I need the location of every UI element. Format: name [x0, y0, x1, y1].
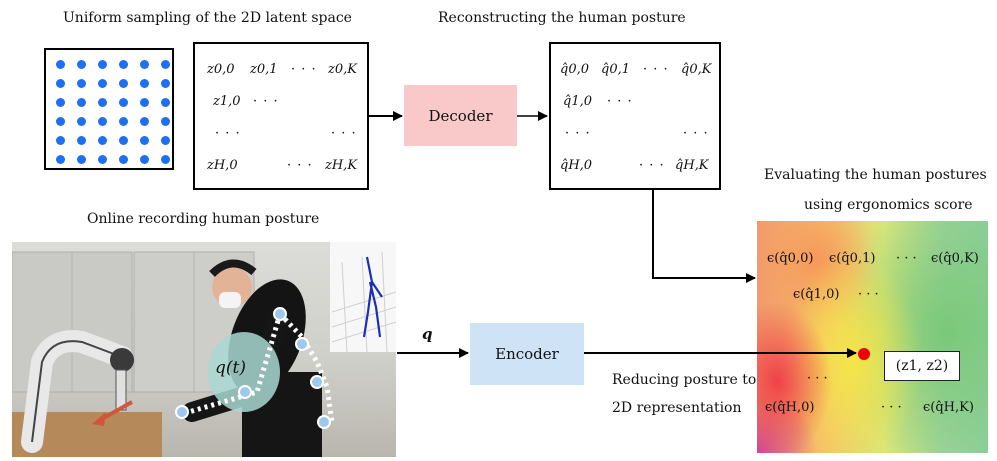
caption-reducing-1: Reducing posture to [612, 372, 757, 388]
grid-sample-dot [98, 117, 107, 126]
grid-sample-dot [140, 79, 149, 88]
grid-sample-dot [119, 117, 128, 126]
posture-cell: q̂0,K [681, 62, 712, 77]
grid-sample-dot [77, 60, 86, 69]
grid-sample-dot [98, 60, 107, 69]
score-ellipsis: · · · [881, 400, 902, 415]
grid-sample-dot [119, 79, 128, 88]
grid-sample-dot [98, 98, 107, 107]
latent-cell: zH,K [325, 158, 358, 173]
grid-sample-dot [98, 155, 107, 164]
score-ellipsis: · · · [896, 251, 917, 266]
latent-ellipsis: · · · [253, 94, 279, 109]
posture-cell: q̂1,0 [563, 94, 592, 109]
latent-point-label: (z1, z2) [884, 351, 960, 381]
posture-cell: q̂0,0 [560, 62, 589, 77]
grid-sample-dot [98, 136, 107, 145]
posture-ellipsis: · · · [683, 126, 709, 141]
caption-evaluating-2: using ergonomics score [804, 197, 973, 213]
grid-sample-dot [140, 98, 149, 107]
latent-cell: z0,0 [207, 62, 235, 77]
grid-sample-dot [161, 155, 170, 164]
ergonomics-heatmap: ϵ(q̂0,0) ϵ(q̂0,1) · · · ϵ(q̂0,K) ϵ(q̂1,0… [757, 221, 988, 453]
score-cell: ϵ(q̂0,1) [829, 251, 876, 266]
grid-sample-dot [119, 136, 128, 145]
grid-sample-dot [140, 117, 149, 126]
latent-ellipsis: · · · [291, 62, 317, 77]
latent-ellipsis: · · · [331, 126, 357, 141]
posture-matrix: q̂0,0 q̂0,1 · · · q̂0,K q̂1,0 · · · · · … [549, 42, 721, 190]
grid-sample-dot [161, 79, 170, 88]
caption-evaluating-1: Evaluating the human postures [764, 167, 987, 183]
grid-sample-dot [140, 60, 149, 69]
decoder-block: Decoder [404, 85, 517, 146]
arrow-posture-to-heatmap [652, 190, 756, 283]
posture-ellipsis: · · · [643, 62, 669, 77]
score-cell: ϵ(q̂0,K) [931, 251, 979, 266]
grid-sample-dot [56, 136, 65, 145]
posture-ellipsis: · · · [639, 158, 665, 173]
latent-matrix: z0,0 z0,1 · · · z0,K z1,0 · · · · · · · … [193, 42, 369, 190]
grid-sample-dot [56, 155, 65, 164]
grid-sample-dot [56, 98, 65, 107]
grid-sample-dot [56, 117, 65, 126]
latent-ellipsis: · · · [215, 126, 241, 141]
grid-sample-dot [119, 98, 128, 107]
grid-sample-dot [161, 60, 170, 69]
latent-cell: z1,0 [213, 94, 241, 109]
grid-sample-dot [161, 98, 170, 107]
caption-reconstructing: Reconstructing the human posture [438, 10, 686, 26]
grid-sample-dot [161, 117, 170, 126]
grid-sample-dot [77, 79, 86, 88]
grid-sample-dot [140, 136, 149, 145]
posture-cell: q̂0,1 [601, 62, 630, 77]
grid-sample-dot [119, 155, 128, 164]
grid-sample-dot [77, 136, 86, 145]
posture-ellipsis: · · · [565, 126, 591, 141]
latent-ellipsis: · · · [287, 158, 313, 173]
posture-cell: q̂H,K [675, 158, 709, 173]
grid-sample-dot [140, 155, 149, 164]
score-ellipsis: · · · [858, 287, 879, 302]
latent-cell: z0,1 [250, 62, 278, 77]
posture-cell: q̂H,0 [560, 158, 593, 173]
latent-space-grid [44, 48, 174, 170]
score-cell: ϵ(q̂H,K) [923, 400, 974, 415]
grid-sample-dot [77, 117, 86, 126]
caption-reducing-2: 2D representation [612, 400, 742, 416]
score-cell: ϵ(q̂1,0) [793, 287, 840, 302]
posture-recording-photo: q(t) [12, 242, 396, 457]
grid-sample-dot [56, 79, 65, 88]
grid-sample-dot [119, 60, 128, 69]
score-ellipsis: · · · [807, 371, 828, 386]
caption-sampling: Uniform sampling of the 2D latent space [63, 10, 352, 26]
latent-cell: z0,K [328, 62, 357, 77]
score-cell: ϵ(q̂H,0) [765, 400, 815, 415]
q-of-t-label: q(t) [215, 358, 246, 378]
grid-sample-dot [77, 98, 86, 107]
grid-sample-dot [161, 136, 170, 145]
grid-sample-dot [56, 60, 65, 69]
grid-sample-dot [98, 79, 107, 88]
encoder-block: Encoder [470, 323, 584, 385]
score-cell: ϵ(q̂0,0) [767, 251, 814, 266]
latent-point-marker [858, 348, 870, 360]
q-input-label: q [422, 325, 433, 343]
recording-scene [12, 242, 396, 457]
grid-sample-dot [77, 155, 86, 164]
posture-ellipsis: · · · [607, 94, 633, 109]
caption-online: Online recording human posture [87, 211, 320, 227]
latent-cell: zH,0 [207, 158, 238, 173]
